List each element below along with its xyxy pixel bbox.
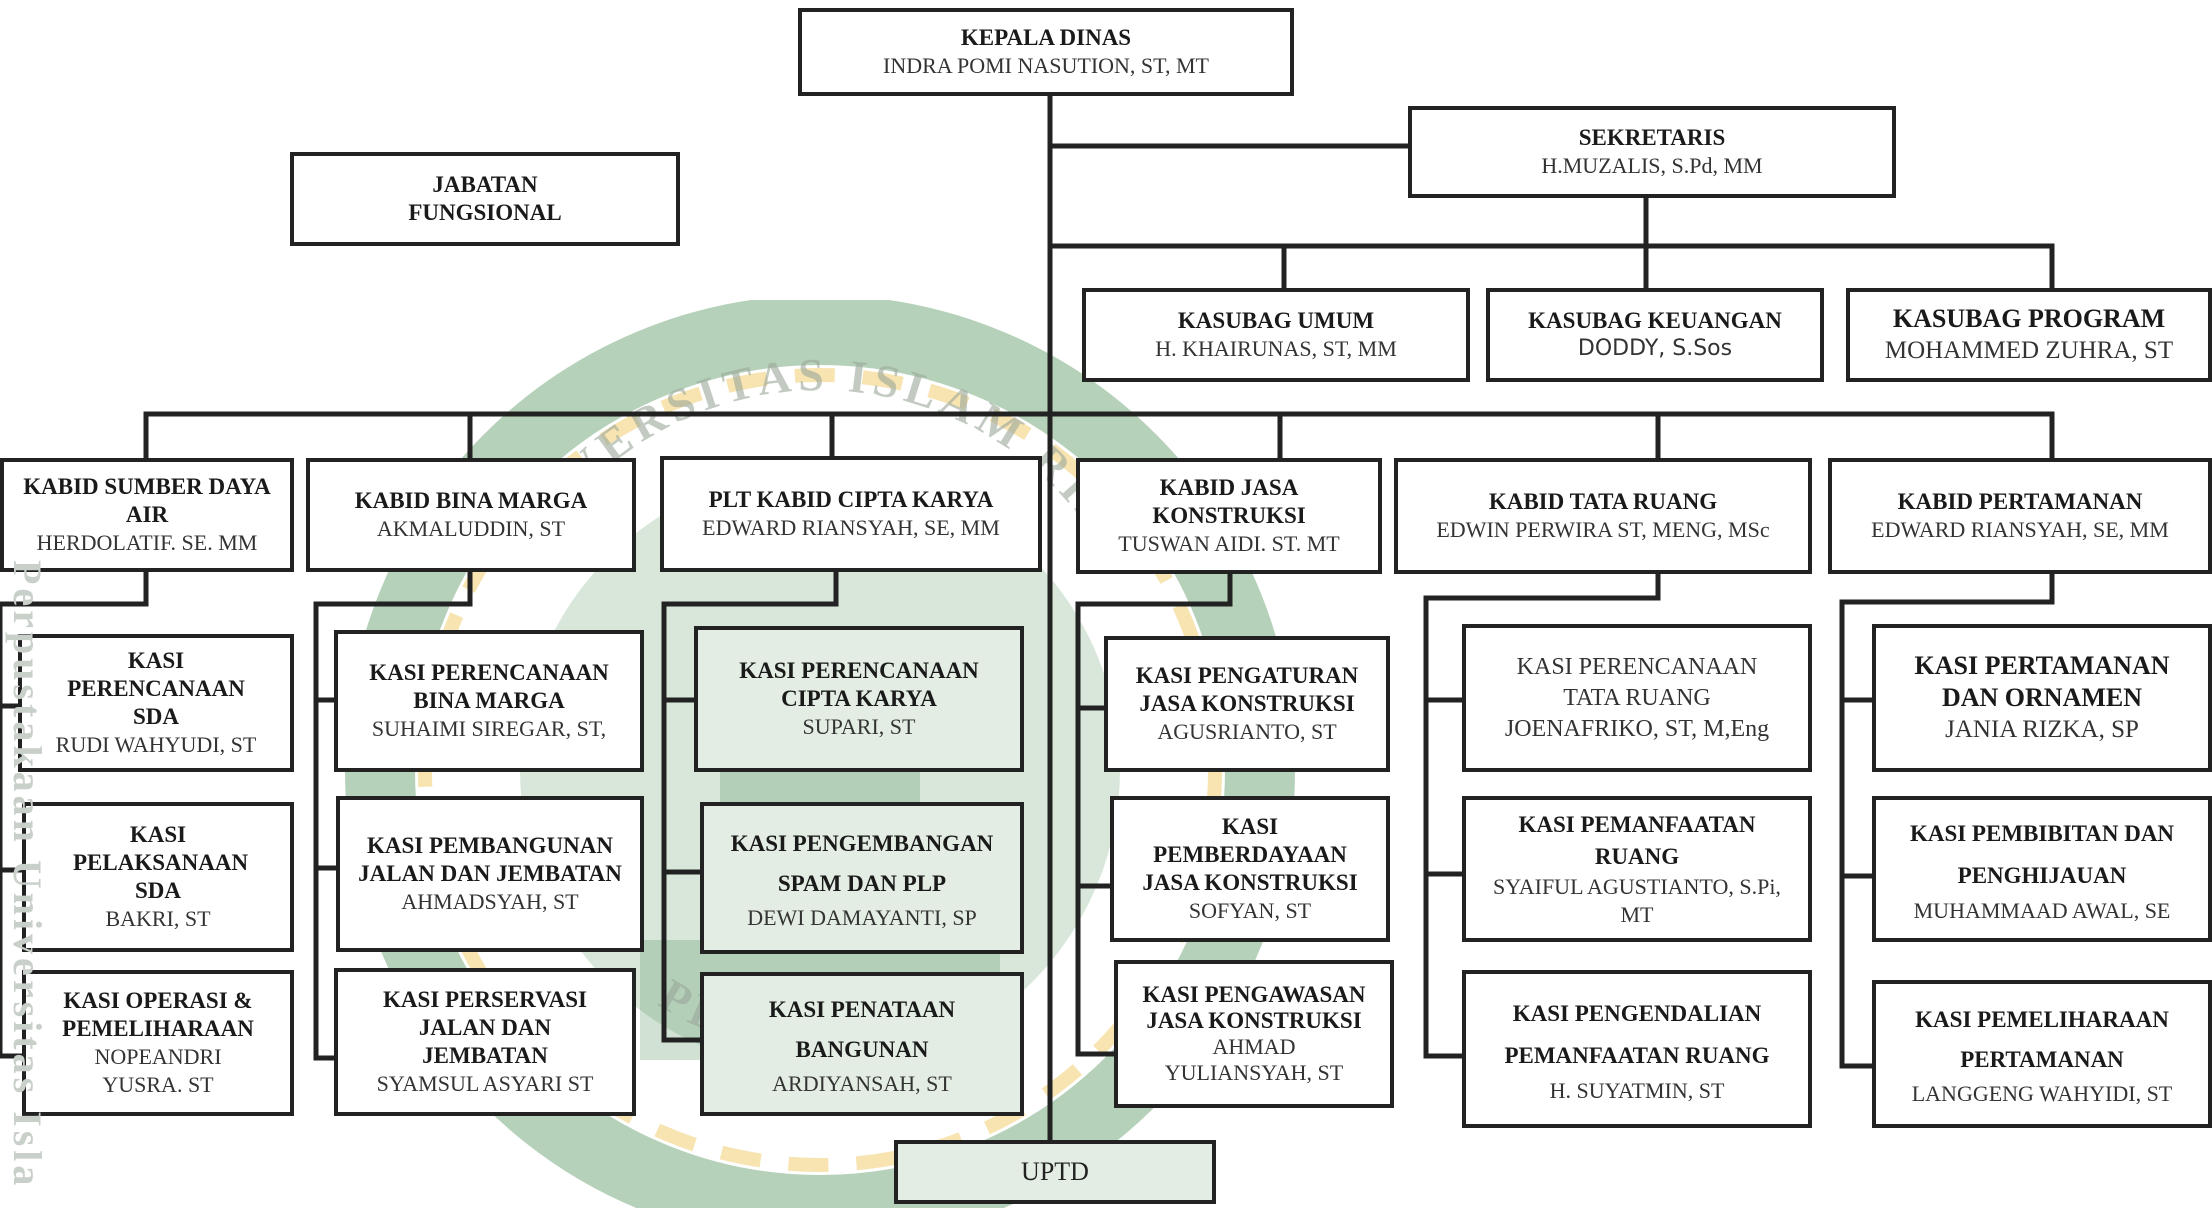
- kasubag-title: KASUBAG UMUM: [1177, 308, 1375, 333]
- jabatan-fungsional-box: JABATAN FUNGSIONAL: [290, 152, 680, 246]
- kabid-name: EDWIN PERWIRA ST, MENG, MSc: [1436, 517, 1770, 542]
- kasi-title: KASI PEMANFAATAN RUANG: [1518, 812, 1756, 869]
- kepala-dinas-box: KEPALA DINAS INDRA POMI NASUTION, ST, MT: [798, 8, 1294, 96]
- kasi-box: KASI OPERASI & PEMELIHARAAN NOPEANDRI YU…: [22, 970, 294, 1116]
- kasubag-umum-box: KASUBAG UMUM H. KHAIRUNAS, ST, MM: [1082, 288, 1470, 382]
- kasubag-title: KASUBAG PROGRAM: [1892, 304, 2166, 333]
- kasi-title: KASI PEMBANGUNAN JALAN DAN JEMBATAN: [358, 833, 622, 886]
- kasubag-title: KASUBAG KEUANGAN: [1528, 308, 1782, 333]
- kasi-name: AHMADSYAH, ST: [401, 889, 579, 914]
- uptd-title: UPTD: [1021, 1157, 1089, 1186]
- uptd-box: UPTD: [894, 1140, 1216, 1204]
- kasi-box: KASI PEMANFAATAN RUANG SYAIFUL AGUSTIANT…: [1462, 796, 1812, 942]
- kasi-name: DEWI DAMAYANTI, SP: [747, 905, 977, 930]
- kasi-title: KASI PEMBIBITAN DAN PENGHIJAUAN: [1909, 821, 2175, 888]
- kabid-box: KABID TATA RUANG EDWIN PERWIRA ST, MENG,…: [1394, 458, 1812, 574]
- kabid-title: KABID BINA MARGA: [354, 488, 588, 513]
- kabid-title: KABID SUMBER DAYA AIR: [23, 474, 271, 527]
- kasi-name: NOPEANDRI YUSRA. ST: [94, 1044, 222, 1097]
- sekretaris-title: SEKRETARIS: [1578, 125, 1726, 150]
- kasi-box: KASI PELAKSANAAN SDA BAKRI, ST: [22, 802, 294, 952]
- kasi-box: KASI PEMBERDAYAAN JASA KONSTRUKSI SOFYAN…: [1110, 796, 1390, 942]
- kasi-title: KASI PEMELIHARAAN PERTAMANAN: [1915, 1007, 2169, 1072]
- kasi-title: KASI PENGAWASAN JASA KONSTRUKSI: [1142, 982, 1366, 1033]
- kasi-box: KASI PENGATURAN JASA KONSTRUKSI AGUSRIAN…: [1104, 636, 1390, 772]
- kabid-name: TUSWAN AIDI. ST. MT: [1118, 531, 1340, 556]
- kasi-name: SUHAIMI SIREGAR, ST,: [371, 716, 607, 741]
- kasi-name: SYAIFUL AGUSTIANTO, S.Pi, MT: [1493, 874, 1781, 927]
- kasi-title: KASI PENATAAN BANGUNAN: [768, 997, 956, 1062]
- kasi-title: KASI PERTAMANAN DAN ORNAMEN: [1914, 651, 2170, 712]
- kasi-box: KASI PERTAMANAN DAN ORNAMEN JANIA RIZKA,…: [1872, 624, 2212, 772]
- kasi-title: KASI PEMBERDAYAAN JASA KONSTRUKSI: [1142, 814, 1358, 895]
- kasubag-name: DODDY, S.Sos: [1577, 336, 1733, 361]
- kasubag-program-box: KASUBAG PROGRAM MOHAMMED ZUHRA, ST: [1846, 288, 2212, 382]
- library-watermark-text: Perpustakaan Universitas Isla: [5, 560, 50, 1190]
- kasi-title: KASI PENGATURAN JASA KONSTRUKSI: [1135, 663, 1359, 716]
- kasi-title: KASI PENGEMBANGAN SPAM DAN PLP: [730, 831, 994, 896]
- kabid-title: KABID TATA RUANG: [1488, 489, 1718, 514]
- kasi-box: KASI PERSERVASI JALAN DAN JEMBATAN SYAMS…: [334, 968, 636, 1116]
- kasi-box: KASI PENATAAN BANGUNAN ARDIYANSAH, ST: [700, 972, 1024, 1116]
- kasi-name: AGUSRIANTO, ST: [1157, 719, 1337, 744]
- kasi-box: KASI PERENCANAAN TATA RUANG JOENAFRIKO, …: [1462, 624, 1812, 772]
- kasi-box: KASI PEMBANGUNAN JALAN DAN JEMBATAN AHMA…: [336, 796, 644, 952]
- kasubag-name: H. KHAIRUNAS, ST, MM: [1155, 336, 1397, 361]
- kabid-name: HERDOLATIF. SE. MM: [36, 530, 258, 555]
- kasi-box: KASI PENGEMBANGAN SPAM DAN PLP DEWI DAMA…: [700, 802, 1024, 954]
- kasi-title: KASI PERSERVASI JALAN DAN JEMBATAN: [383, 987, 587, 1068]
- kasubag-name: MOHAMMED ZUHRA, ST: [1884, 337, 2174, 364]
- kasi-name: SYAMSUL ASYARI ST: [376, 1071, 594, 1096]
- kasi-name: RUDI WAHYUDI, ST: [55, 732, 257, 757]
- kasi-title: KASI PERENCANAAN BINA MARGA: [369, 660, 609, 713]
- kabid-title: PLT KABID CIPTA KARYA: [708, 487, 994, 512]
- kabid-title: KABID PERTAMANAN: [1897, 489, 2143, 514]
- kabid-box: KABID BINA MARGA AKMALUDDIN, ST: [306, 458, 636, 572]
- kasi-title: KASI PERENCANAAN CIPTA KARYA: [739, 658, 979, 711]
- kabid-box: KABID JASA KONSTRUKSI TUSWAN AIDI. ST. M…: [1076, 458, 1382, 574]
- kepala-dinas-name: INDRA POMI NASUTION, ST, MT: [883, 53, 1209, 78]
- kasi-name: JANIA RIZKA, SP: [1945, 716, 2139, 743]
- kasi-name: BAKRI, ST: [105, 906, 211, 931]
- kabid-name: EDWARD RIANSYAH, SE, MM: [702, 515, 1000, 540]
- kasi-name: AHMAD YULIANSYAH, ST: [1164, 1034, 1344, 1085]
- kasi-box: KASI PEMELIHARAAN PERTAMANAN LANGGENG WA…: [1872, 980, 2212, 1128]
- kabid-box: KABID SUMBER DAYA AIR HERDOLATIF. SE. MM: [0, 458, 294, 572]
- kepala-dinas-title: KEPALA DINAS: [960, 25, 1132, 50]
- kasi-title: KASI PELAKSANAAN SDA: [73, 822, 249, 903]
- kabid-box: PLT KABID CIPTA KARYA EDWARD RIANSYAH, S…: [660, 456, 1042, 572]
- kasi-box: KASI PEMBIBITAN DAN PENGHIJAUAN MUHAMMAA…: [1872, 796, 2212, 942]
- kasi-box: KASI PENGENDALIAN PEMANFAATAN RUANG H. S…: [1462, 970, 1812, 1128]
- kasi-name: H. SUYATMIN, ST: [1549, 1078, 1725, 1103]
- kabid-box: KABID PERTAMANAN EDWARD RIANSYAH, SE, MM: [1828, 458, 2212, 574]
- kabid-title: KABID JASA KONSTRUKSI: [1152, 475, 1306, 528]
- kasi-title: KASI PERENCANAAN SDA: [67, 648, 245, 729]
- kasi-title: KASI OPERASI & PEMELIHARAAN: [62, 988, 254, 1041]
- kasi-name: SOFYAN, ST: [1188, 898, 1312, 923]
- kasi-name: SUPARI, ST: [802, 714, 916, 739]
- kasubag-keuangan-box: KASUBAG KEUANGAN DODDY, S.Sos: [1486, 288, 1824, 382]
- kasi-box: KASI PERENCANAAN SDA RUDI WAHYUDI, ST: [18, 634, 294, 772]
- kasi-name: ARDIYANSAH, ST: [772, 1071, 952, 1096]
- kasi-name: MUHAMMAAD AWAL, SE: [1913, 898, 2171, 923]
- kasi-name: KASI PERENCANAAN TATA RUANG JOENAFRIKO, …: [1504, 653, 1770, 742]
- kasi-box: KASI PERENCANAAN CIPTA KARYA SUPARI, ST: [694, 626, 1024, 772]
- jabatan-fungsional-title: JABATAN FUNGSIONAL: [408, 172, 562, 225]
- kabid-name: AKMALUDDIN, ST: [376, 516, 566, 541]
- kasi-title: KASI PENGENDALIAN PEMANFAATAN RUANG: [1504, 1001, 1770, 1068]
- sekretaris-name: H.MUZALIS, S.Pd, MM: [1541, 153, 1763, 178]
- sekretaris-box: SEKRETARIS H.MUZALIS, S.Pd, MM: [1408, 106, 1896, 198]
- kasi-box: KASI PERENCANAAN BINA MARGA SUHAIMI SIRE…: [334, 630, 644, 772]
- kasi-box: KASI PENGAWASAN JASA KONSTRUKSI AHMAD YU…: [1114, 960, 1394, 1108]
- kasi-name: LANGGENG WAHYIDI, ST: [1911, 1081, 2173, 1106]
- kabid-name: EDWARD RIANSYAH, SE, MM: [1871, 517, 2169, 542]
